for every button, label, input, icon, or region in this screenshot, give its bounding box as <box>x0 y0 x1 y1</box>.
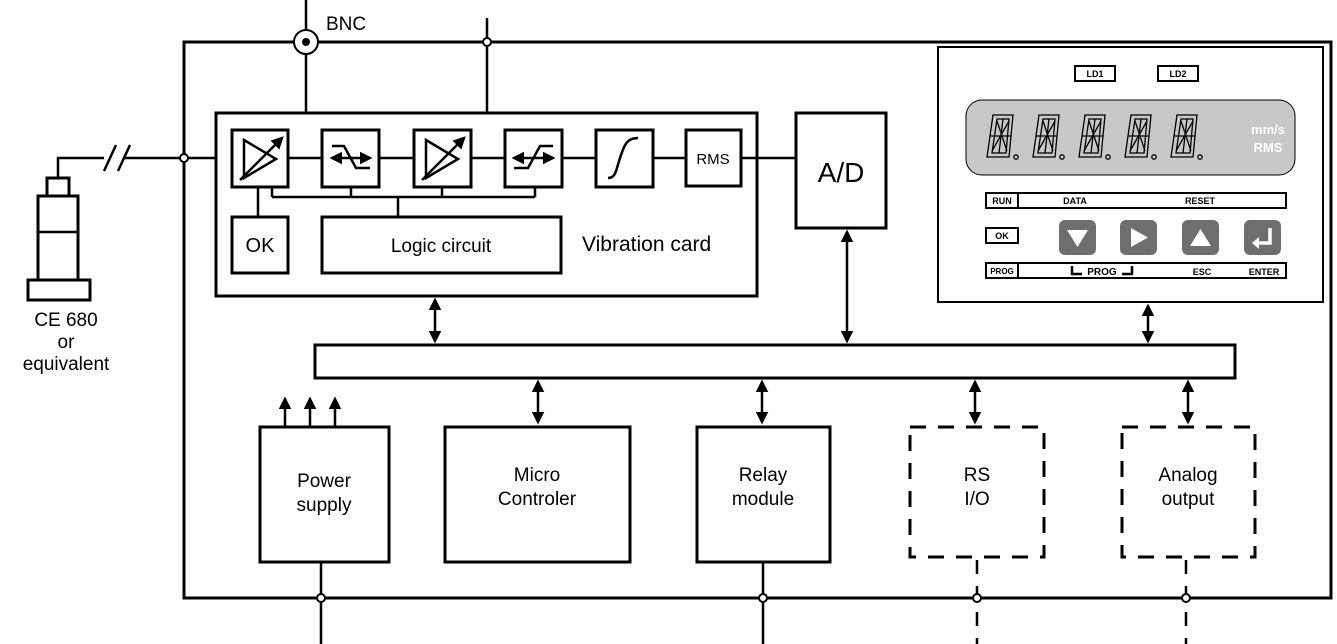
ok-block <box>230 215 290 275</box>
control-bus <box>256 187 537 217</box>
micro-controler-label-line1: Micro <box>514 465 560 486</box>
sensor <box>26 144 236 302</box>
low-pass-filter <box>503 128 564 189</box>
power-supply <box>258 425 391 564</box>
rms-converter <box>684 128 743 188</box>
bottom-terminals <box>316 560 1191 644</box>
rs-io-label-line1: RS <box>964 465 990 486</box>
led1-label: LD1 <box>1086 69 1103 79</box>
logic-circuit <box>320 215 563 275</box>
prog-label: PROG <box>1087 267 1117 278</box>
power-outputs <box>278 396 342 427</box>
prog-indicator-label: PROG <box>990 267 1014 276</box>
power-supply-label-line2: supply <box>297 495 352 516</box>
prog-bracket-left <box>1070 266 1082 276</box>
data-label: DATA <box>1063 196 1087 206</box>
enter-label: ENTER <box>1249 267 1280 277</box>
ad-label: A/D <box>818 157 865 188</box>
rs-io-label-line2: I/O <box>964 489 989 510</box>
sensor-label-line3: equivalent <box>23 354 110 375</box>
up-arrow-icon <box>1190 229 1211 246</box>
led2 <box>1157 65 1199 82</box>
reset-label: RESET <box>1185 196 1216 206</box>
down-button[interactable] <box>1059 220 1096 255</box>
prog-indicator <box>985 262 1019 279</box>
enter-arrow-icon <box>1257 228 1272 245</box>
power-supply-label-line1: Power <box>297 471 352 492</box>
system-bus <box>313 343 1237 380</box>
sensor-base <box>26 278 92 302</box>
rs-io-option <box>908 425 1046 559</box>
unit-label: mm/s <box>1251 122 1285 137</box>
sensor-body <box>36 194 80 282</box>
prog-bracket-right <box>1122 266 1134 276</box>
bnc-label: BNC <box>326 14 366 35</box>
ad-converter <box>794 111 888 230</box>
gain-amplifier <box>412 128 473 189</box>
led1 <box>1074 65 1116 82</box>
seven-segment-display <box>986 114 1203 160</box>
micro-controler-label-line2: Controler <box>498 489 577 510</box>
ok-block-label: OK <box>246 235 276 257</box>
sensor-cable <box>56 156 104 178</box>
high-pass-filter <box>320 128 381 189</box>
run-label: RUN <box>992 196 1012 206</box>
ok-indicator <box>985 227 1019 244</box>
display-window <box>965 99 1296 176</box>
sensor-label-line1: CE 680 <box>34 310 97 331</box>
run-indicator <box>985 192 1019 209</box>
relay-module-label-line2: module <box>732 489 794 510</box>
right-button[interactable] <box>1120 220 1157 255</box>
micro-controler <box>443 425 632 564</box>
led2-label: LD2 <box>1169 69 1186 79</box>
up-button[interactable] <box>1182 220 1219 255</box>
input-amplifier <box>230 128 290 189</box>
bnc-connector <box>293 0 319 158</box>
prog-esc-strip <box>985 262 1287 279</box>
rms-label: RMS <box>696 151 729 168</box>
esc-label: ESC <box>1193 267 1212 277</box>
down-arrow-icon <box>1067 230 1088 247</box>
unit-mode-label: RMS <box>1254 140 1283 155</box>
vibration-card-label: Vibration card <box>582 233 711 256</box>
right-arrow-icon <box>1131 228 1148 247</box>
data-reset-strip <box>985 192 1287 209</box>
sensor-label-line2: or <box>58 332 76 353</box>
relay-module-label-line1: Relay <box>739 465 788 486</box>
ok-indicator-label: OK <box>995 231 1009 241</box>
logic-circuit-label: Logic circuit <box>391 236 492 257</box>
integrator <box>594 128 655 189</box>
relay-module <box>695 425 832 564</box>
sensor-connector <box>45 176 71 198</box>
analog-output-label-line1: Analog <box>1158 465 1217 486</box>
analog-output-option <box>1120 425 1257 559</box>
analog-output-label-line2: output <box>1162 489 1216 510</box>
enter-button[interactable] <box>1244 220 1281 255</box>
